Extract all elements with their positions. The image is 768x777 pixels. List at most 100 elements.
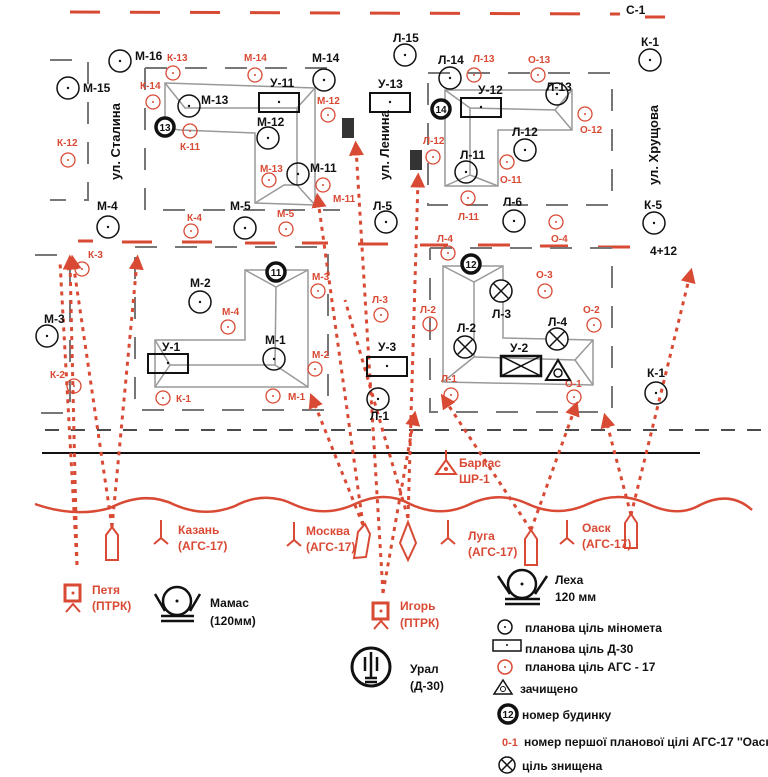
destroyed-target[interactable]: Л-3 — [489, 279, 513, 321]
mortar-target[interactable]: К-1 — [644, 366, 668, 405]
mortar-target[interactable]: М-15 — [56, 76, 111, 100]
ags-target[interactable]: К-2 — [50, 370, 82, 394]
legend-building: 12 номер будинку — [497, 703, 612, 725]
ags-target[interactable]: О-3 — [536, 270, 553, 299]
mortar-target[interactable]: М-12 — [256, 115, 285, 150]
unit-luga[interactable]: Луга (АГС-17) — [440, 520, 517, 559]
ags-target[interactable]: К-1 — [155, 390, 191, 406]
ags-target[interactable]: М-12 — [317, 96, 340, 123]
ags-target[interactable]: Л-2 — [420, 305, 438, 332]
d30-target[interactable]: У-3 — [366, 340, 408, 377]
mortar-target[interactable]: М-2 — [188, 276, 212, 314]
svg-text:Л-3: Л-3 — [372, 295, 388, 306]
unit-moskva[interactable]: Москва (АГС-17) — [286, 522, 355, 554]
ags-target[interactable]: М-3 — [310, 272, 330, 299]
svg-text:(Д-30): (Д-30) — [410, 679, 444, 693]
d30-target[interactable]: У-13 — [369, 77, 411, 113]
ags-target[interactable]: К-13 — [165, 53, 188, 81]
d30-target[interactable]: У-2 — [499, 341, 543, 378]
svg-text:М-3: М-3 — [44, 312, 65, 326]
unit-igor[interactable]: Игорь (ПТРК) — [371, 599, 439, 630]
ags-target[interactable]: О-2 — [583, 305, 602, 333]
mortar-target[interactable]: Л-13 — [545, 80, 572, 106]
ags-target[interactable]: М-13 — [260, 164, 283, 188]
ags-target[interactable]: Л-4 — [437, 234, 456, 261]
ags-target[interactable]: К-4 — [183, 213, 202, 239]
svg-text:К-14: К-14 — [140, 81, 161, 92]
svg-text:Л-13: Л-13 — [546, 80, 572, 94]
legend-ags: планова ціль АГС - 17 — [497, 659, 656, 675]
mortar-target[interactable]: Л-14 — [438, 53, 464, 90]
svg-text:М-15: М-15 — [83, 81, 111, 95]
mortar-target[interactable]: М-4 — [96, 199, 120, 239]
ags-target[interactable]: Л-11 — [458, 190, 479, 223]
mortar-target[interactable]: Л-12 — [512, 125, 538, 162]
ags-target[interactable]: О-1 — [565, 379, 582, 405]
ags-target[interactable]: М-1 — [265, 388, 306, 404]
unit-ural[interactable]: Урал (Д-30) — [350, 646, 444, 693]
mortar-target[interactable]: К-1 — [638, 35, 662, 72]
mortar-target[interactable]: К-5 — [642, 198, 666, 235]
d30-target[interactable]: У-1 — [147, 340, 189, 374]
ags-target[interactable]: М-2 — [307, 350, 330, 377]
unit-petya[interactable]: Петя (ПТРК) — [63, 583, 131, 613]
svg-text:М-2: М-2 — [190, 276, 211, 290]
ags-target[interactable]: М-14 — [244, 53, 267, 83]
svg-text:Л-4: Л-4 — [437, 234, 453, 245]
ags-target[interactable]: Л-1 — [441, 374, 459, 403]
mortar-target[interactable]: М-16 — [108, 49, 163, 73]
svg-text:(120мм): (120мм) — [210, 614, 256, 628]
ags-target[interactable]: Л-13 — [466, 54, 495, 83]
svg-text:К-1: К-1 — [641, 35, 659, 49]
mortar-target[interactable]: Л-11 — [454, 148, 485, 184]
ags-target[interactable]: М-11 — [315, 177, 356, 205]
unit-barkas[interactable]: Баркас ШР-1 — [434, 450, 501, 486]
mortar-target[interactable]: М-14 — [312, 51, 340, 92]
mortar-target[interactable]: Л-15 — [393, 31, 419, 67]
ags-target[interactable]: О-4 — [548, 214, 568, 245]
unit-leha[interactable]: Леха 120 мм — [496, 568, 596, 606]
ags-target[interactable]: К-3 — [74, 250, 103, 277]
mortar-target[interactable]: М-3 — [35, 312, 65, 348]
mortar-target[interactable]: М-11 — [286, 161, 337, 186]
street-khrushchova: ул. Хрущова — [646, 104, 661, 185]
svg-text:Л-15: Л-15 — [393, 31, 419, 45]
ags-target[interactable]: М-4 — [220, 307, 240, 335]
mortar-target[interactable]: М-1 — [262, 333, 286, 371]
destroyed-target[interactable]: Л-4 — [545, 315, 569, 351]
svg-text:О-4: О-4 — [551, 234, 568, 245]
mortar-target[interactable]: М-13 — [177, 93, 229, 118]
ags-target[interactable]: Л-12 — [423, 136, 445, 165]
svg-text:Л-14: Л-14 — [438, 53, 464, 67]
mortar-target[interactable]: Л-6 — [502, 195, 526, 233]
mortar-target[interactable]: Л-1 — [366, 387, 390, 423]
svg-text:У-12: У-12 — [478, 83, 503, 97]
ags-target[interactable]: О-12 — [577, 106, 603, 136]
ags-target[interactable]: О-13 — [528, 55, 551, 83]
ags-target[interactable]: О-11 — [499, 154, 522, 186]
unit-mamas[interactable]: Мамас (120мм) — [153, 585, 256, 628]
ags-target[interactable]: К-14 — [140, 81, 161, 110]
street-lenina: ул. Ленина — [377, 109, 392, 180]
ags-target[interactable]: К-11 — [180, 123, 200, 153]
unit-kazan[interactable]: Казань (АГС-17) — [153, 520, 227, 553]
vehicle-marker — [410, 150, 422, 170]
svg-text:Л-6: Л-6 — [503, 195, 522, 209]
ags-target[interactable]: Л-3 — [372, 295, 389, 323]
d30-target[interactable]: У-11 — [258, 76, 300, 113]
unit-oask[interactable]: Оаск (АГС-17) — [559, 520, 631, 551]
mortar-target[interactable]: Л-5 — [373, 199, 398, 234]
ags-target[interactable]: К-12 — [57, 138, 78, 168]
svg-text:Луга: Луга — [468, 529, 495, 543]
svg-text:М-11: М-11 — [310, 161, 337, 175]
svg-text:Л-12: Л-12 — [512, 125, 538, 139]
svg-text:Л-5: Л-5 — [373, 199, 392, 213]
svg-text:У-2: У-2 — [510, 341, 528, 355]
mortar-target[interactable]: М-5 — [230, 199, 257, 240]
d30-target[interactable]: У-12 — [460, 83, 503, 118]
svg-text:Москва: Москва — [306, 524, 350, 538]
ags-target[interactable]: М-5 — [277, 209, 295, 237]
svg-text:М-13: М-13 — [201, 93, 229, 107]
destroyed-target[interactable]: Л-2 — [453, 321, 477, 359]
